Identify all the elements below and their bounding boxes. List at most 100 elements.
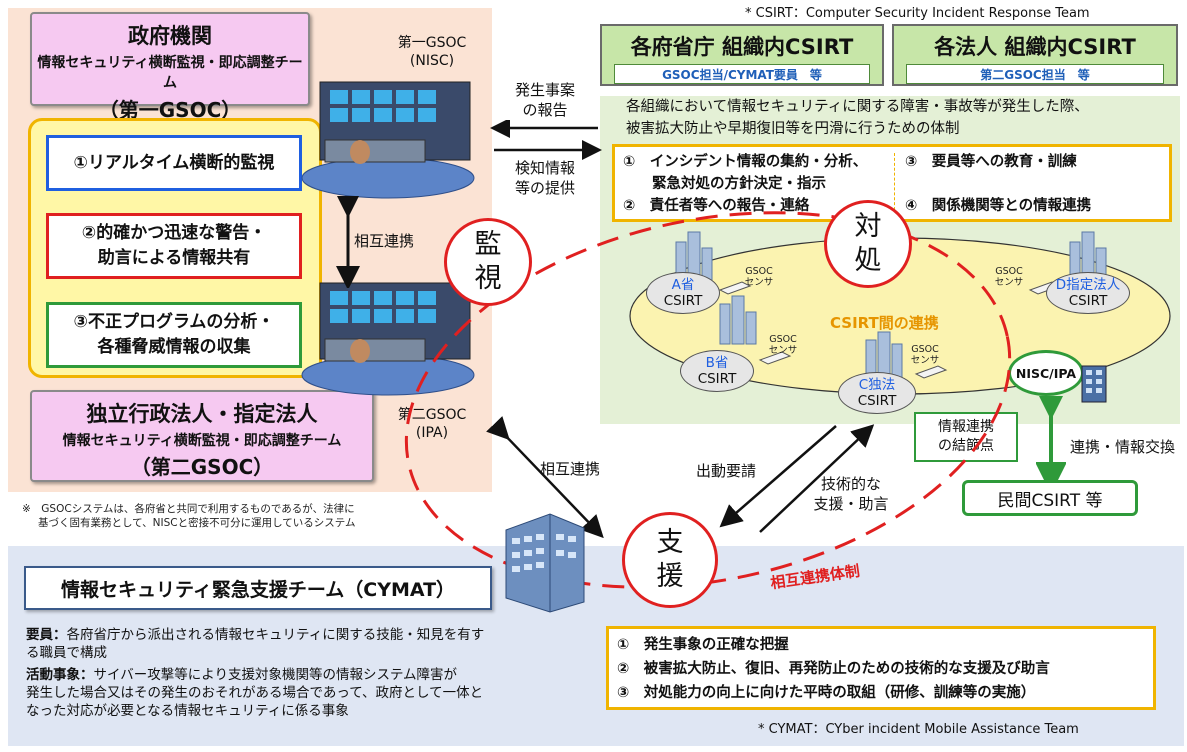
csirt-desc-line1: 各組織において情報セキュリティに関する障害・事故等が発生した際、 bbox=[626, 99, 1089, 115]
gsoc2-label: 第二GSOC (IPA) bbox=[386, 406, 478, 442]
csirt-link-label: CSIRT間の連携 bbox=[830, 314, 939, 332]
csirt-node-d-name: D指定法人 bbox=[1055, 277, 1121, 293]
sensor-a-line2: センサ bbox=[744, 277, 774, 288]
support-label-line2: 支援・助言 bbox=[813, 495, 889, 513]
detect-label: 検知情報 等の提供 bbox=[500, 158, 590, 198]
csirt-node-c-sub: CSIRT bbox=[857, 393, 897, 409]
function-malware-analysis: ③不正プログラムの分析・ 各種脅威情報の収集 bbox=[46, 302, 302, 368]
cymat-footnote: * CYMAT：CYber incident Mobile Assistance… bbox=[758, 722, 1079, 737]
gsoc2-paren: （第二GSOC） bbox=[130, 455, 274, 479]
nisc-ipa-building-icon bbox=[1081, 365, 1107, 403]
cymat-activity-line2: 発生した場合又はその発生のおそれがある場合であって、政府として一体と bbox=[26, 685, 484, 701]
cymat-duties-box: ① 発生事象の正確な把握 ② 被害拡大防止、復旧、再発防止のための技術的な支援及… bbox=[606, 626, 1156, 710]
monitor-line2: 視 bbox=[474, 263, 502, 294]
report-and-detect-arrows bbox=[490, 120, 602, 160]
detect-label-line1: 検知情報 bbox=[514, 159, 575, 177]
csirt-duty-4: ④ 関係機関等との情報連携 bbox=[905, 198, 1092, 214]
function-malware-analysis-line2: 各種脅威情報の収集 bbox=[97, 337, 251, 357]
sensor-d-line2: センサ bbox=[994, 277, 1024, 288]
cymat-member-line1: 各府省庁から派出される情報セキュリティに関する技能・知見を有す bbox=[66, 627, 485, 643]
assist-line1: 支 bbox=[656, 527, 684, 558]
csirt-node-c-name: C独法 bbox=[858, 377, 896, 393]
function-warning-share: ②的確かつ迅速な警告・ 助言による情報共有 bbox=[46, 213, 302, 279]
csirt-node-b: B省 CSIRT bbox=[680, 350, 754, 392]
csirt-node-a: A省 CSIRT bbox=[646, 272, 720, 314]
cymat-activity-line1: サイバー攻撃等により支援対象機関等の情報システム障害が bbox=[93, 667, 458, 683]
ministry-csirt-title: 各府省庁 組織内CSIRT bbox=[630, 35, 854, 59]
gsoc1-console-illustration bbox=[301, 81, 475, 199]
gsoc1-label-line1: 第一GSOC bbox=[397, 35, 467, 51]
assist-line2: 援 bbox=[656, 561, 684, 592]
gsoc1-box: 政府機関 情報セキュリティ横断監視・即応調整チーム （第一GSOC） bbox=[30, 12, 310, 122]
mutual2-label: 相互連携 bbox=[540, 460, 601, 478]
cymat-title-box: 情報セキュリティ緊急支援チーム（CYMAT） bbox=[24, 566, 492, 610]
cymat-duty-2: ② 被害拡大防止、復旧、再発防止のための技術的な支援及び助言 bbox=[617, 661, 1050, 677]
csirt-duty-1a: ① インシデント情報の集約・分析、 bbox=[623, 154, 868, 170]
csirt-footnote: * CSIRT：Computer Security Incident Respo… bbox=[745, 6, 1090, 21]
detect-label-line2: 等の提供 bbox=[514, 179, 575, 197]
cymat-activity-line3: なった対応が必要となる情報セキュリティに係る事象 bbox=[26, 703, 349, 719]
support-label-line1: 技術的な bbox=[820, 475, 881, 493]
csirt-node-d: D指定法人 CSIRT bbox=[1046, 272, 1130, 314]
dispatch-label: 出動要請 bbox=[696, 462, 757, 480]
respond-circle: 対 処 bbox=[824, 200, 912, 288]
corp-csirt-title: 各法人 組織内CSIRT bbox=[934, 35, 1136, 59]
cymat-activity: 活動事象：サイバー攻撃等により支援対象機関等の情報システム障害が 発生した場合又… bbox=[26, 666, 606, 720]
csirt-duty-2: ② 責任者等への報告・連絡 bbox=[623, 198, 810, 214]
gsoc2-subtitle: 情報セキュリティ横断監視・即応調整チーム bbox=[62, 433, 342, 449]
sensor-b-line2: センサ bbox=[768, 345, 798, 356]
csirt-node-a-sub: CSIRT bbox=[663, 293, 703, 309]
csirt-node-a-name: A省 bbox=[671, 277, 695, 293]
private-csirt-box: 民間CSIRT 等 bbox=[962, 480, 1138, 516]
gsoc2-box: 独立行政法人・指定法人 情報セキュリティ横断監視・即応調整チーム （第二GSOC… bbox=[30, 390, 374, 482]
csirt-node-c: C独法 CSIRT bbox=[838, 372, 916, 414]
gsoc1-label-line2: (NISC) bbox=[409, 53, 455, 69]
csirt-description: 各組織において情報セキュリティに関する障害・事故等が発生した際、 被害拡大防止や… bbox=[626, 96, 1089, 140]
exchange-arrow bbox=[1036, 396, 1066, 488]
gsoc-note-line1: ※ GSOCシステムは、各府省と共同で利用するものであるが、法律に bbox=[22, 503, 355, 515]
respond-line2: 処 bbox=[854, 245, 882, 276]
support-label: 技術的な 支援・助言 bbox=[796, 474, 906, 514]
csirt-duty-1b: 緊急対処の方針決定・指示 bbox=[623, 176, 826, 192]
csirt-node-d-sub: CSIRT bbox=[1068, 293, 1108, 309]
csirt-node-b-name: B省 bbox=[705, 355, 729, 371]
cymat-activity-label: 活動事象： bbox=[26, 667, 94, 683]
gsoc2-label-line2: (IPA) bbox=[415, 425, 449, 441]
sensor-c-line1: GSOC bbox=[911, 344, 939, 355]
function-realtime-monitor: ①リアルタイム横断的監視 bbox=[46, 135, 302, 191]
sensor-d-line1: GSOC bbox=[995, 266, 1023, 277]
gsoc-note-line2: 基づく固有業務として、NISCと密接不可分に運用しているシステム bbox=[38, 517, 356, 529]
csirt-node-b-sub: CSIRT bbox=[697, 371, 737, 387]
sensor-a-line1: GSOC bbox=[745, 266, 773, 277]
report-label-line2: の報告 bbox=[522, 101, 568, 119]
assist-circle: 支 援 bbox=[622, 512, 718, 608]
function-realtime-monitor-text: ①リアルタイム横断的監視 bbox=[73, 152, 275, 173]
report-label-line1: 発生事案 bbox=[514, 81, 575, 99]
ministry-csirt-header: 各府省庁 組織内CSIRT GSOC担当/CYMAT要員 等 bbox=[600, 24, 884, 86]
function-malware-analysis-line1: ③不正プログラムの分析・ bbox=[73, 312, 275, 332]
cymat-member-line2: る職員で構成 bbox=[26, 645, 107, 661]
report-label: 発生事案 の報告 bbox=[500, 80, 590, 120]
node-point-callout: 情報連携 の結節点 bbox=[914, 412, 1018, 462]
sensor-c-line2: センサ bbox=[910, 355, 940, 366]
exchange-label: 連携・情報交換 bbox=[1070, 438, 1176, 456]
cymat-building-icon bbox=[505, 513, 585, 613]
node-point-line1: 情報連携 bbox=[938, 419, 994, 435]
csirt-duty-3: ③ 要員等への教育・訓練 bbox=[905, 154, 1077, 170]
corp-csirt-header: 各法人 組織内CSIRT 第二GSOC担当 等 bbox=[892, 24, 1178, 86]
monitor-line1: 監 bbox=[474, 229, 502, 260]
duties-divider bbox=[894, 153, 895, 215]
gsoc1-subtitle: 情報セキュリティ横断監視・即応調整チーム bbox=[37, 55, 303, 91]
function-warning-share-line2: 助言による情報共有 bbox=[97, 248, 251, 268]
monitor-circle: 監 視 bbox=[444, 218, 532, 306]
cymat-member-label: 要員： bbox=[26, 627, 67, 643]
gsoc-mutual-arrow bbox=[336, 196, 360, 288]
csirt-desc-line2: 被害拡大防止や早期復旧等を円滑に行うための体制 bbox=[626, 121, 960, 137]
cymat-duty-1: ① 発生事象の正確な把握 bbox=[617, 637, 789, 653]
csirt-duties-box: ① インシデント情報の集約・分析、 緊急対処の方針決定・指示 ② 責任者等への報… bbox=[612, 144, 1172, 222]
gsoc-mutual-label: 相互連携 bbox=[354, 232, 415, 250]
